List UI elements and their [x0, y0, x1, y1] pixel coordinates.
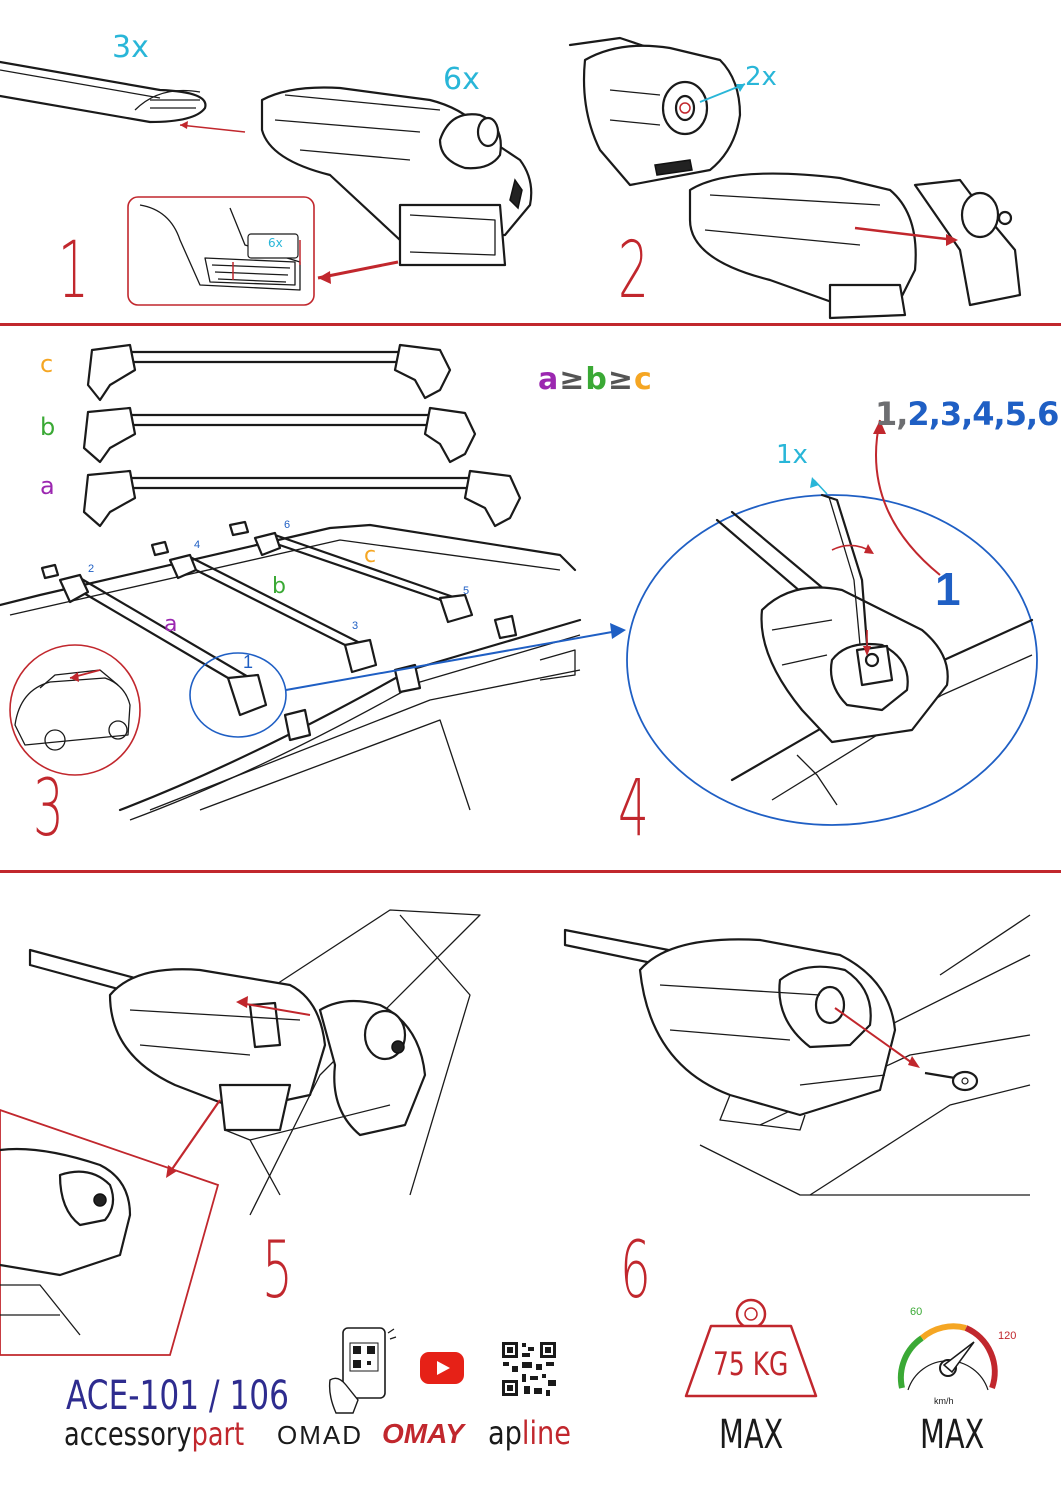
step-number-5: 5 [262, 1226, 293, 1316]
brand-accessorypart-main: accessory [64, 1415, 192, 1453]
rule-a: a [538, 362, 560, 397]
step-number-2: 2 [618, 226, 649, 316]
step-1-illustration [0, 60, 533, 306]
weight-max-label: MAX [719, 1412, 784, 1458]
section-divider-1 [0, 323, 1061, 326]
brand-apline-main: ap [488, 1414, 522, 1452]
tool-quantity: 1x [776, 440, 808, 470]
bar-length-comparison [82, 343, 522, 528]
brand-apline: apline [488, 1414, 571, 1452]
position-4: 4 [194, 539, 201, 551]
tightening-order: 1,2,3,4,5,6 [875, 395, 1059, 433]
roof-bar-c-label: c [364, 543, 377, 568]
rule-c: c [634, 362, 653, 397]
step-4-detail-illustration [626, 477, 1038, 826]
step-5-illustration [0, 909, 481, 1356]
tightening-order-arrow [873, 419, 941, 576]
speed-unit: km/h [934, 1396, 954, 1406]
position-2: 2 [88, 563, 95, 575]
brand-apline-accent: line [521, 1414, 572, 1452]
speed-low-mark: 60 [910, 1306, 923, 1318]
speed-max-label: MAX [920, 1412, 985, 1458]
phone-scan-icon[interactable] [328, 1325, 398, 1415]
brand-omad: OMAD [277, 1420, 363, 1450]
foot-quantity: 6x [443, 62, 480, 97]
brand-accessorypart-accent: part [191, 1415, 245, 1453]
bar-c-label: c [40, 350, 54, 378]
bar-a-label: a [40, 472, 55, 500]
speed-high-mark: 120 [998, 1330, 1017, 1342]
rule-ge-1: ≥ [559, 362, 586, 397]
tightening-order-first: 1, [875, 395, 908, 433]
bar-b-label: b [40, 413, 56, 441]
step-number-3: 3 [33, 764, 64, 854]
position-1: 1 [243, 652, 254, 672]
tightening-order-rest: 2,3,4,5,6 [907, 395, 1059, 433]
pad-quantity: 6x [268, 236, 283, 250]
position-3: 3 [352, 620, 359, 632]
brand-omay: OMAY [382, 1418, 464, 1449]
step-6-illustration [563, 914, 1031, 1196]
speedometer-icon [897, 1323, 998, 1391]
key-quantity: 2x [745, 62, 777, 92]
rule-ge-2: ≥ [607, 362, 635, 397]
step-number-1: 1 [58, 226, 89, 316]
tightening-start: 1 [935, 563, 961, 615]
rule-b: b [585, 362, 608, 397]
weight-limit: 75 KG [713, 1345, 789, 1383]
roof-installation-illustration [0, 520, 626, 821]
youtube-icon[interactable] [420, 1352, 464, 1384]
bar-c-shape [86, 343, 452, 402]
weight-icon [684, 1298, 818, 1398]
position-5: 5 [463, 585, 470, 597]
bar-quantity: 3x [112, 30, 149, 65]
position-6: 6 [284, 519, 291, 531]
step-number-6: 6 [620, 1226, 651, 1316]
roof-bar-b-label: b [272, 574, 286, 599]
roof-bar-a-label: a [164, 612, 178, 637]
section-divider-2 [0, 870, 1061, 873]
length-rule: a≥b≥c [538, 362, 653, 397]
qr-code-icon[interactable] [500, 1340, 558, 1398]
step-2-illustration [568, 36, 1022, 320]
step-number-4: 4 [618, 764, 649, 854]
brand-accessorypart: accessorypart [64, 1415, 244, 1453]
model-number: ACE-101 / 106 [66, 1373, 290, 1419]
bar-a-shape [82, 469, 522, 528]
bar-b-shape [82, 406, 477, 464]
